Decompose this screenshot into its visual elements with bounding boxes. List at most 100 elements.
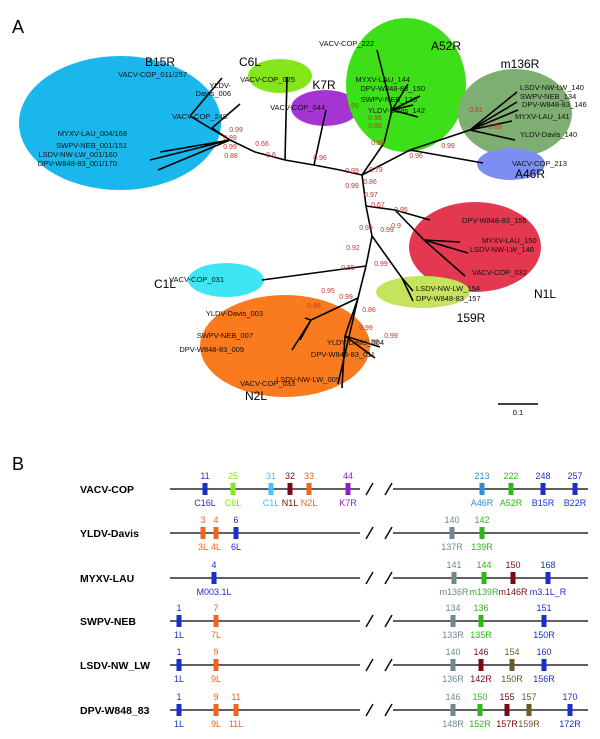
gene-box — [541, 615, 547, 627]
gene-label: 1L — [174, 630, 184, 640]
leaf-label: DPV-W848-83_157 — [416, 294, 481, 303]
gene-number: 1 — [176, 647, 181, 657]
bootstrap-value: 0.67 — [371, 202, 385, 209]
bootstrap-value: 0.99 — [374, 261, 388, 268]
bootstrap-value: 0.96 — [313, 155, 327, 162]
tree-branch — [361, 149, 411, 176]
leaf-label: YLDV-Davis_142 — [368, 106, 425, 115]
gene-box — [345, 483, 351, 495]
gene-box — [213, 527, 219, 539]
tree-branch — [310, 297, 359, 321]
leaf-label: VACV-COP_222 — [319, 39, 374, 48]
gene-number: 213 — [474, 471, 489, 481]
gene-number: 134 — [445, 603, 460, 613]
leaf-label: VACV-COP_033 — [240, 379, 295, 388]
bootstrap-value: 0.86 — [362, 307, 376, 314]
leaf-label: VACV-COP_031 — [169, 275, 224, 284]
gene-box — [450, 659, 456, 671]
gene-box — [479, 527, 485, 539]
gene-box — [213, 704, 219, 716]
gene-number: 44 — [343, 471, 353, 481]
gene-number: 7 — [213, 603, 218, 613]
panel-b-letter: B — [12, 454, 24, 474]
tree-branch — [361, 174, 367, 207]
gene-number: 168 — [540, 560, 555, 570]
clade-ellipse-m136r — [458, 69, 572, 157]
gene-label: 11L — [229, 719, 243, 729]
gene-box — [450, 615, 456, 627]
bootstrap-value: 0.99 — [359, 325, 373, 332]
break-mark — [365, 658, 374, 672]
bootstrap-value: 0.99 — [368, 123, 382, 130]
gene-box — [508, 483, 514, 495]
clade-ellipse-k7r — [291, 90, 359, 126]
gene-label: m139R — [469, 587, 499, 597]
leaf-label: LSDV-NW-LW_001/160 — [38, 150, 117, 159]
genome-name: LSDV-NW_LW — [80, 660, 150, 672]
leaf-label: SWPV-NEB_134 — [520, 92, 576, 101]
gene-label: 139R — [471, 542, 493, 552]
gene-box — [545, 572, 551, 584]
break-mark — [384, 571, 393, 585]
leaf-label: YLDV-Davis_004 — [327, 338, 384, 347]
leaf-label: MYXV-LAU_150 — [482, 236, 537, 245]
tree-branch — [157, 139, 231, 171]
leaf-label: VACV-COP_044 — [270, 103, 325, 112]
gene-box — [481, 572, 487, 584]
gene-number: 160 — [536, 647, 551, 657]
gene-number: 155 — [499, 692, 514, 702]
gene-number: 146 — [445, 692, 460, 702]
bootstrap-value: 0.99 — [223, 135, 237, 142]
gene-label: 148R — [442, 719, 464, 729]
gene-label: 135R — [470, 630, 492, 640]
gene-label: m3.1L_R — [530, 587, 567, 597]
break-mark — [365, 526, 374, 540]
gene-label: 9L — [211, 674, 221, 684]
tree-branch — [391, 95, 421, 111]
tree-branch — [423, 239, 466, 277]
tree-branch — [394, 209, 431, 221]
gene-number: 222 — [503, 471, 518, 481]
gene-number: 1 — [176, 692, 181, 702]
clade-ellipse-a52r — [346, 18, 466, 152]
clade-label: C6L — [239, 55, 261, 69]
gene-box — [213, 659, 219, 671]
tree-branch — [423, 239, 469, 254]
tree-branch — [391, 109, 419, 118]
break-mark — [365, 571, 374, 585]
clade-ellipse-c1l — [188, 263, 264, 297]
clade-label: A52R — [431, 39, 461, 53]
leaf-label: SWPV-NEB_001/151 — [56, 141, 127, 150]
gene-box — [567, 704, 573, 716]
bootstrap-value: 0.95 — [394, 207, 408, 214]
tree-branch — [159, 139, 231, 153]
clade-ellipse-159r — [376, 276, 470, 308]
gene-box — [233, 527, 239, 539]
tree-branch — [261, 265, 367, 281]
gene-box — [176, 615, 182, 627]
bootstrap-value: 0.99 — [307, 303, 321, 310]
genome-name: MYXV-LAU — [80, 573, 134, 585]
gene-number: 157 — [521, 692, 536, 702]
clade-label: 159R — [457, 311, 486, 325]
leaf-label: LSDV-NW-LW_146 — [470, 245, 534, 254]
gene-box — [477, 704, 483, 716]
gene-number: 154 — [504, 647, 519, 657]
gene-number: 6 — [233, 515, 238, 525]
gene-box — [200, 527, 206, 539]
bootstrap-value: 0.99 — [345, 168, 359, 175]
gene-box — [287, 483, 293, 495]
gene-label: m146R — [498, 587, 528, 597]
gene-box — [230, 483, 236, 495]
gene-label: 150R — [501, 674, 523, 684]
gene-box — [504, 704, 510, 716]
gene-box — [478, 659, 484, 671]
gene-label: 1L — [174, 674, 184, 684]
gene-number: 4 — [211, 560, 216, 570]
bootstrap-value: 0.97 — [364, 192, 378, 199]
tree-branch — [284, 159, 315, 166]
break-mark — [384, 614, 393, 628]
leaf-label: MYXV-LAU_141 — [515, 112, 570, 121]
bootstrap-value: 0.81 — [469, 107, 483, 114]
